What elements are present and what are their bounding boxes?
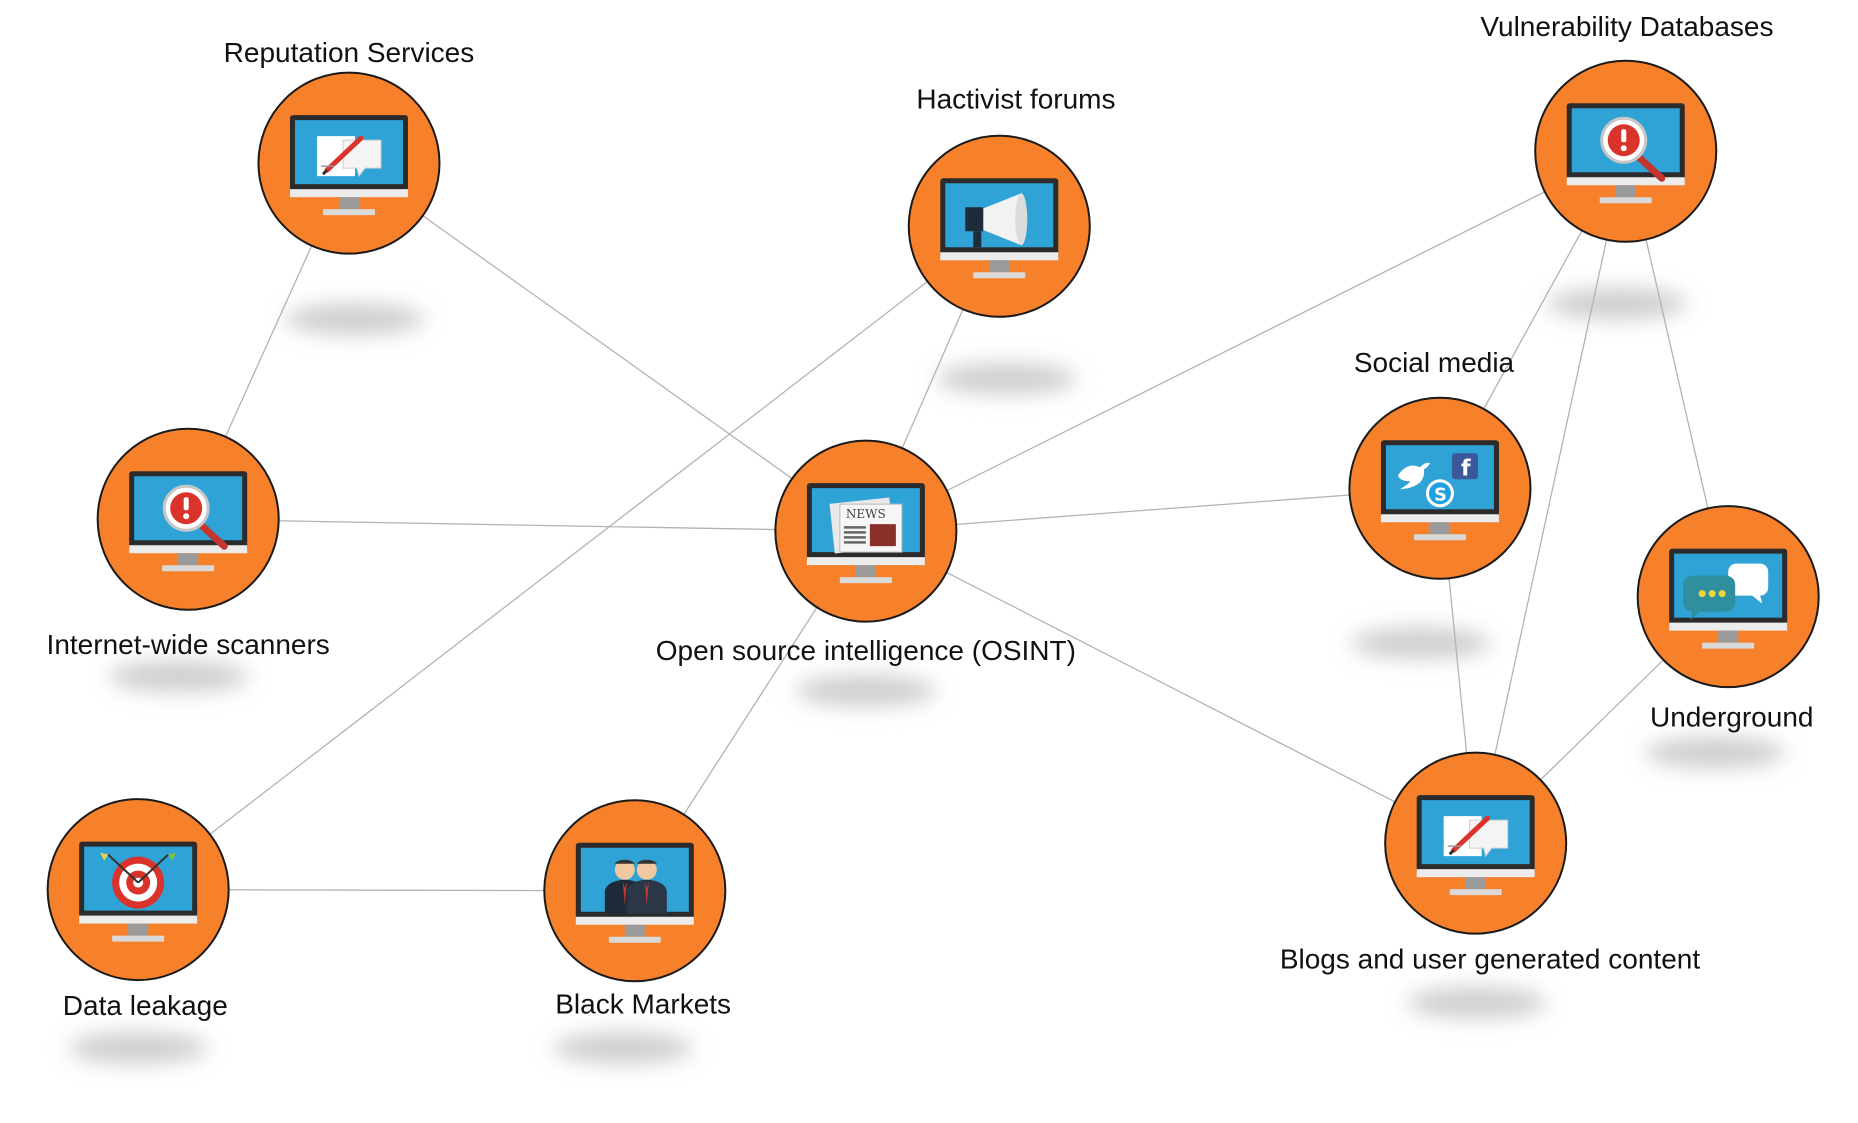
monitor-icon bbox=[129, 471, 248, 572]
megaphone-icon bbox=[965, 193, 1028, 248]
node-label-reputation: Reputation Services bbox=[224, 37, 475, 68]
node-social: fS bbox=[1348, 396, 1532, 580]
svg-text:NEWS: NEWS bbox=[846, 507, 886, 521]
node-label-blogs: Blogs and user generated content bbox=[1280, 943, 1701, 974]
monitor-icon bbox=[1566, 103, 1685, 204]
node-label-osint: Open source intelligence (OSINT) bbox=[656, 635, 1076, 666]
monitor-icon bbox=[79, 841, 198, 942]
monitor-icon: fS bbox=[1380, 440, 1499, 541]
node-shadows bbox=[68, 287, 1786, 1064]
node-hactivist bbox=[907, 134, 1091, 318]
node-label-vulndb: Vulnerability Databases bbox=[1480, 11, 1773, 42]
node-shadow bbox=[552, 1031, 693, 1064]
edge-hactivist-leakage bbox=[137, 225, 1000, 891]
monitor-icon bbox=[575, 842, 694, 943]
node-blogs bbox=[1384, 751, 1568, 935]
node-vulndb bbox=[1534, 59, 1718, 243]
edge-osint-blogs bbox=[865, 530, 1476, 844]
node-shadow bbox=[68, 1031, 209, 1064]
node-shadow bbox=[936, 362, 1077, 395]
edge-vulndb-blogs bbox=[1475, 151, 1627, 844]
edge-scanners-osint bbox=[188, 518, 866, 532]
node-shadow bbox=[108, 660, 249, 693]
node-label-scanners: Internet-wide scanners bbox=[47, 629, 330, 660]
edge-reputation-osint bbox=[348, 162, 867, 532]
node-label-markets: Black Markets bbox=[555, 989, 731, 1020]
node-label-underground: Underground bbox=[1650, 702, 1813, 733]
node-label-social: Social media bbox=[1354, 347, 1515, 378]
node-underground bbox=[1636, 505, 1820, 689]
svg-text:S: S bbox=[1434, 484, 1447, 505]
target-icon bbox=[100, 852, 177, 909]
newspaper-icon: NEWS bbox=[829, 497, 903, 554]
monitor-icon bbox=[1416, 795, 1535, 896]
node-label-leakage: Data leakage bbox=[63, 990, 228, 1021]
monitor-icon bbox=[289, 115, 408, 216]
edge-osint-vulndb bbox=[865, 150, 1627, 532]
node-scanners bbox=[96, 427, 280, 611]
node-leakage bbox=[46, 798, 230, 982]
node-shadow bbox=[1350, 627, 1491, 660]
node-osint: NEWS bbox=[774, 439, 958, 623]
node-reputation bbox=[257, 71, 441, 255]
chat-bubbles-icon bbox=[1683, 563, 1769, 620]
alert-magnifier-icon bbox=[162, 484, 228, 550]
edge-osint-social bbox=[865, 487, 1440, 532]
node-shadow bbox=[284, 303, 425, 336]
monitor-icon: NEWS bbox=[806, 483, 925, 584]
document-pen-icon bbox=[316, 135, 382, 178]
social-logos-icon: fS bbox=[1397, 453, 1478, 508]
node-shadow bbox=[1645, 736, 1786, 769]
monitor-icon bbox=[940, 178, 1059, 279]
node-markets bbox=[543, 799, 727, 983]
monitor-icon bbox=[1669, 548, 1788, 649]
svg-text:f: f bbox=[1461, 456, 1471, 481]
node-shadow bbox=[1406, 986, 1547, 1019]
node-shadow bbox=[1547, 287, 1688, 320]
node-shadow bbox=[795, 674, 936, 707]
nodes: NEWS fS bbox=[46, 59, 1820, 983]
alert-magnifier-icon bbox=[1600, 116, 1666, 182]
businessmen-icon bbox=[604, 859, 667, 914]
node-label-hactivist: Hactivist forums bbox=[916, 84, 1115, 115]
document-pen-icon bbox=[1443, 815, 1509, 858]
